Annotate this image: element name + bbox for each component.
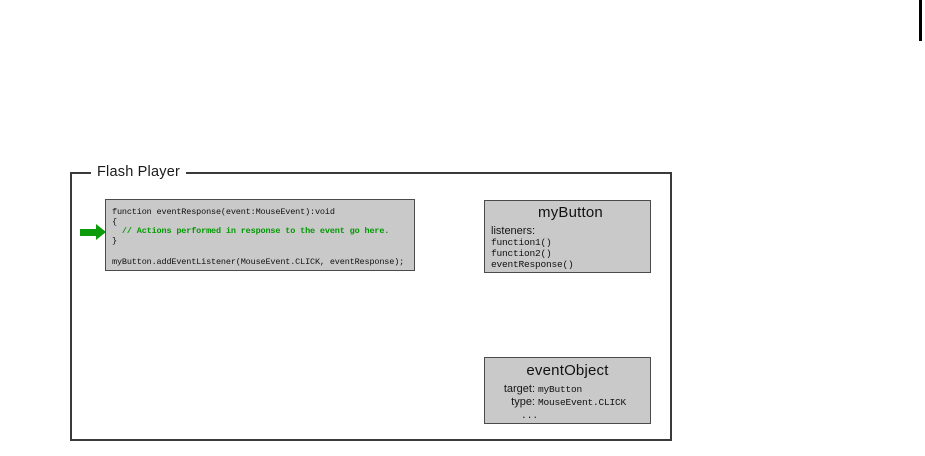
eventobject-fields: target: myButton type: MouseEvent.CLICK xyxy=(485,383,650,408)
field-value-type: MouseEvent.CLICK xyxy=(538,397,627,408)
arrow-head xyxy=(96,224,106,240)
code-line: { xyxy=(112,216,117,227)
code-line: function eventResponse(event:MouseEvent)… xyxy=(112,207,335,217)
field-value-target: myButton xyxy=(538,384,583,395)
code-comment-line: // Actions performed in response to the … xyxy=(112,226,390,236)
eventobject-ellipsis: ... xyxy=(521,410,539,421)
listeners-label: listeners: xyxy=(491,225,536,237)
listener-item: eventResponse() xyxy=(491,259,574,270)
flash-player-label: Flash Player xyxy=(91,164,186,180)
mybutton-object-box: myButton listeners: function1() function… xyxy=(484,200,651,273)
code-snippet-box: function eventResponse(event:MouseEvent)… xyxy=(105,199,415,271)
code-line: } xyxy=(112,235,117,246)
field-label-target: target: xyxy=(503,383,535,395)
listener-item: function1() xyxy=(491,237,552,248)
listener-item: function2() xyxy=(491,248,552,259)
flash-player-container: Flash Player function eventResponse(even… xyxy=(70,164,672,441)
code-line: myButton.addEventListener(MouseEvent.CLI… xyxy=(112,257,405,267)
page-edge-line xyxy=(919,0,922,41)
green-right-arrow-icon xyxy=(80,224,106,240)
eventobject-box: eventObject target: myButton type: Mouse… xyxy=(484,357,651,424)
arrow-shaft xyxy=(80,228,96,236)
field-label-type: type: xyxy=(511,396,535,408)
eventobject-title: eventObject xyxy=(526,362,609,379)
mybutton-title: myButton xyxy=(538,204,603,221)
